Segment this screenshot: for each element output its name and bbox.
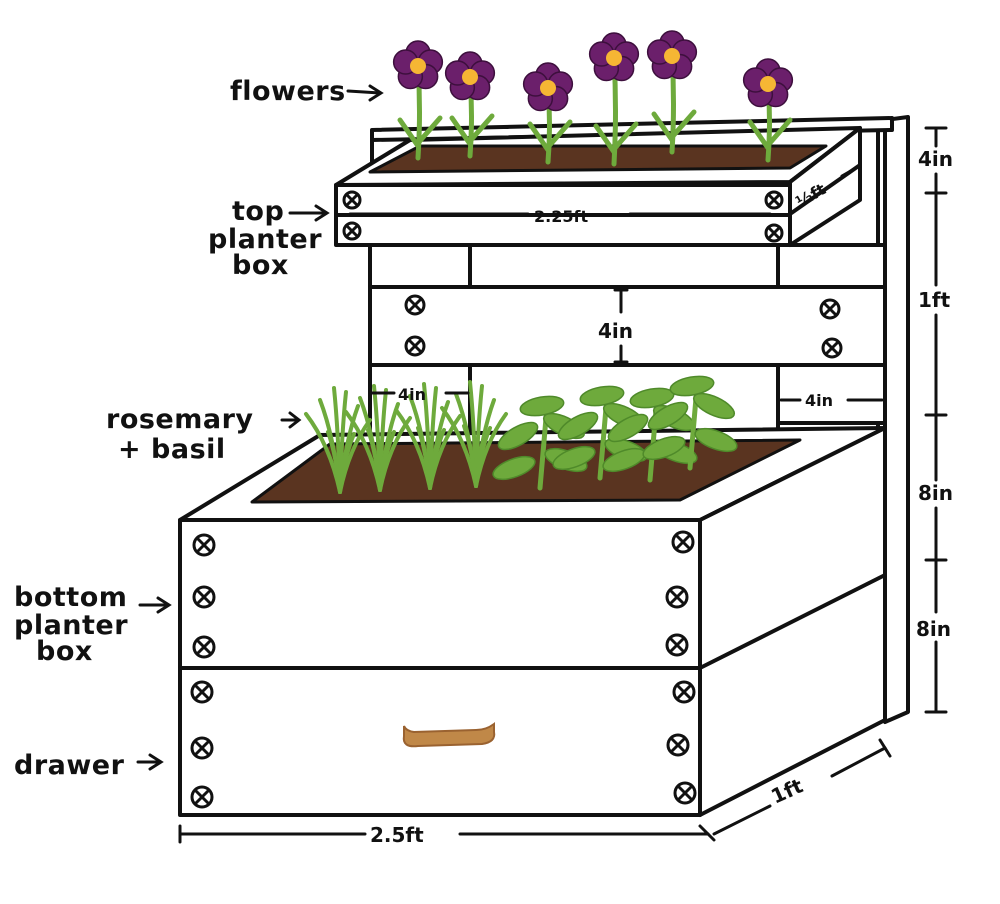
dim-height-top: 4in [918,147,953,171]
drawer-screws [190,680,697,809]
label-bottom-box-1: bottom [14,582,127,613]
flower [522,62,574,165]
flower [588,32,640,167]
drawer-handle [402,722,496,748]
flower [742,58,794,163]
dim-height-bottom-box: 8in [918,481,953,505]
dim-height-drawer: 8in [916,617,951,641]
top-soil [368,144,828,174]
dim-top-width: 2.25ft [534,207,588,226]
label-bottom-box-2: planter [14,610,128,641]
rosemary-and-basil [304,375,738,494]
rosemary-plant [304,386,372,494]
label-herbs-1: rosemary [106,404,254,435]
label-herbs-2: + basil [118,434,226,465]
bottom-planter-box [178,426,887,817]
dim-base-width: 2.5ft [370,823,424,847]
rosemary-plant [394,382,462,490]
rosemary-plant [440,380,508,488]
flower [444,51,496,159]
dim-spacer-right: 4in [805,391,833,410]
label-flowers: flowers [230,76,346,107]
bottom-box-screws [192,530,695,659]
label-bottom-box-3: box [36,636,93,667]
back-frame [368,115,910,724]
label-drawer: drawer [14,750,125,781]
flower [646,30,698,155]
dim-spacer-left: 4in [398,385,426,404]
dim-height-upper: 1ft [918,288,951,312]
label-top-box-1: top [232,196,284,227]
middle-plank-screws [404,294,843,359]
label-top-box-2: planter [208,224,322,255]
dim-gap-center: 4in [598,319,633,343]
basil-plant [642,375,738,471]
dimension-lines [136,84,948,844]
label-top-box-3: box [232,250,289,281]
flowers [392,30,794,167]
top-box-screws [342,190,784,243]
flower [392,40,444,161]
